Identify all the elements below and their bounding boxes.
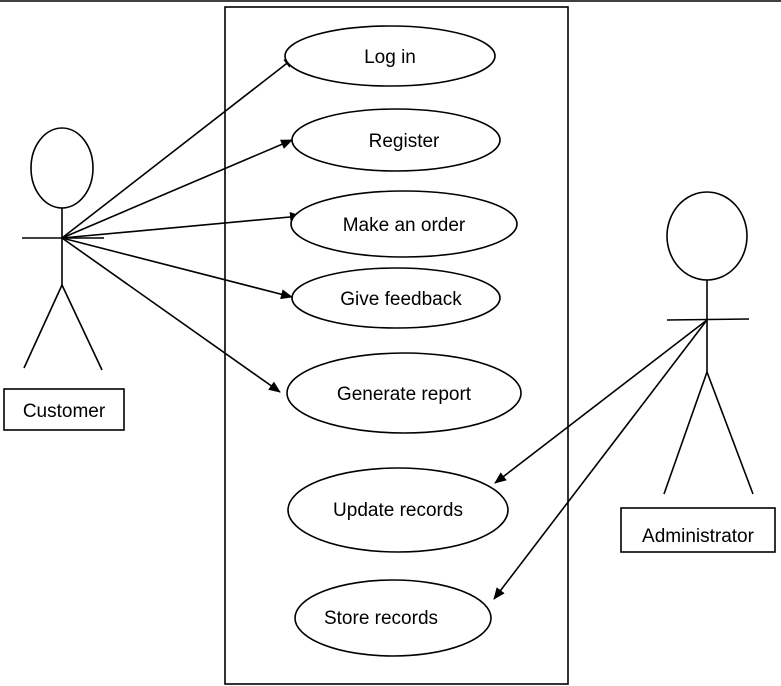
- use-case-register: Register: [291, 108, 501, 172]
- actor-customer: Customer: [3, 127, 125, 431]
- use-case-give-feedback-ellipse: [291, 267, 501, 329]
- use-case-store-records: Store records: [294, 579, 492, 657]
- use-case-register-label: Register: [369, 131, 440, 152]
- use-case-make-an-order: Make an order: [290, 190, 518, 258]
- use-case-generate-report-ellipse: [286, 352, 522, 434]
- use-case-store-records-label: Store records: [324, 608, 438, 629]
- association-arrow-customer-make-an-order: [61, 212, 302, 239]
- use-case-log-in: Log in: [284, 25, 496, 87]
- administrator-head: [666, 191, 748, 281]
- association-arrow-customer-generate-report: [61, 237, 281, 393]
- customer-label: Customer: [23, 401, 106, 422]
- use-case-log-in-label: Log in: [364, 47, 416, 68]
- use-case-update-records: Update records: [287, 467, 509, 553]
- use-case-give-feedback: Give feedback: [291, 267, 501, 329]
- use-case-register-ellipse: [291, 108, 501, 172]
- use-case-generate-report-label: Generate report: [337, 384, 472, 405]
- association-arrow-customer-give-feedback: [61, 237, 293, 300]
- use-case-update-records-ellipse: [287, 467, 509, 553]
- use-case-give-feedback-label: Give feedback: [340, 289, 462, 310]
- association-arrow-administrator-store-records: [493, 319, 708, 600]
- use-case-log-in-ellipse: [284, 25, 496, 87]
- administrator-label: Administrator: [642, 526, 755, 547]
- customer-head: [30, 127, 94, 209]
- customer-right-leg: [61, 284, 103, 371]
- administrator-right-leg: [706, 371, 754, 495]
- customer-left-leg: [23, 284, 63, 369]
- use-case-make-an-order-label: Make an order: [343, 215, 466, 236]
- association-arrow-customer-log-in: [61, 56, 296, 239]
- administrator-arms: [666, 318, 750, 321]
- system-boundary: [224, 6, 569, 685]
- actor-administrator: Administrator: [620, 191, 776, 553]
- use-case-store-records-ellipse: [294, 579, 492, 657]
- association-arrow-administrator-update-records: [494, 319, 708, 484]
- use-case-make-an-order-ellipse: [290, 190, 518, 258]
- administrator-label-box: [620, 507, 776, 553]
- administrator-left-leg: [663, 371, 708, 495]
- use-case-update-records-label: Update records: [333, 500, 463, 521]
- association-arrow-customer-register: [61, 139, 293, 239]
- customer-label-box: [3, 388, 125, 431]
- use-case-generate-report: Generate report: [286, 352, 522, 434]
